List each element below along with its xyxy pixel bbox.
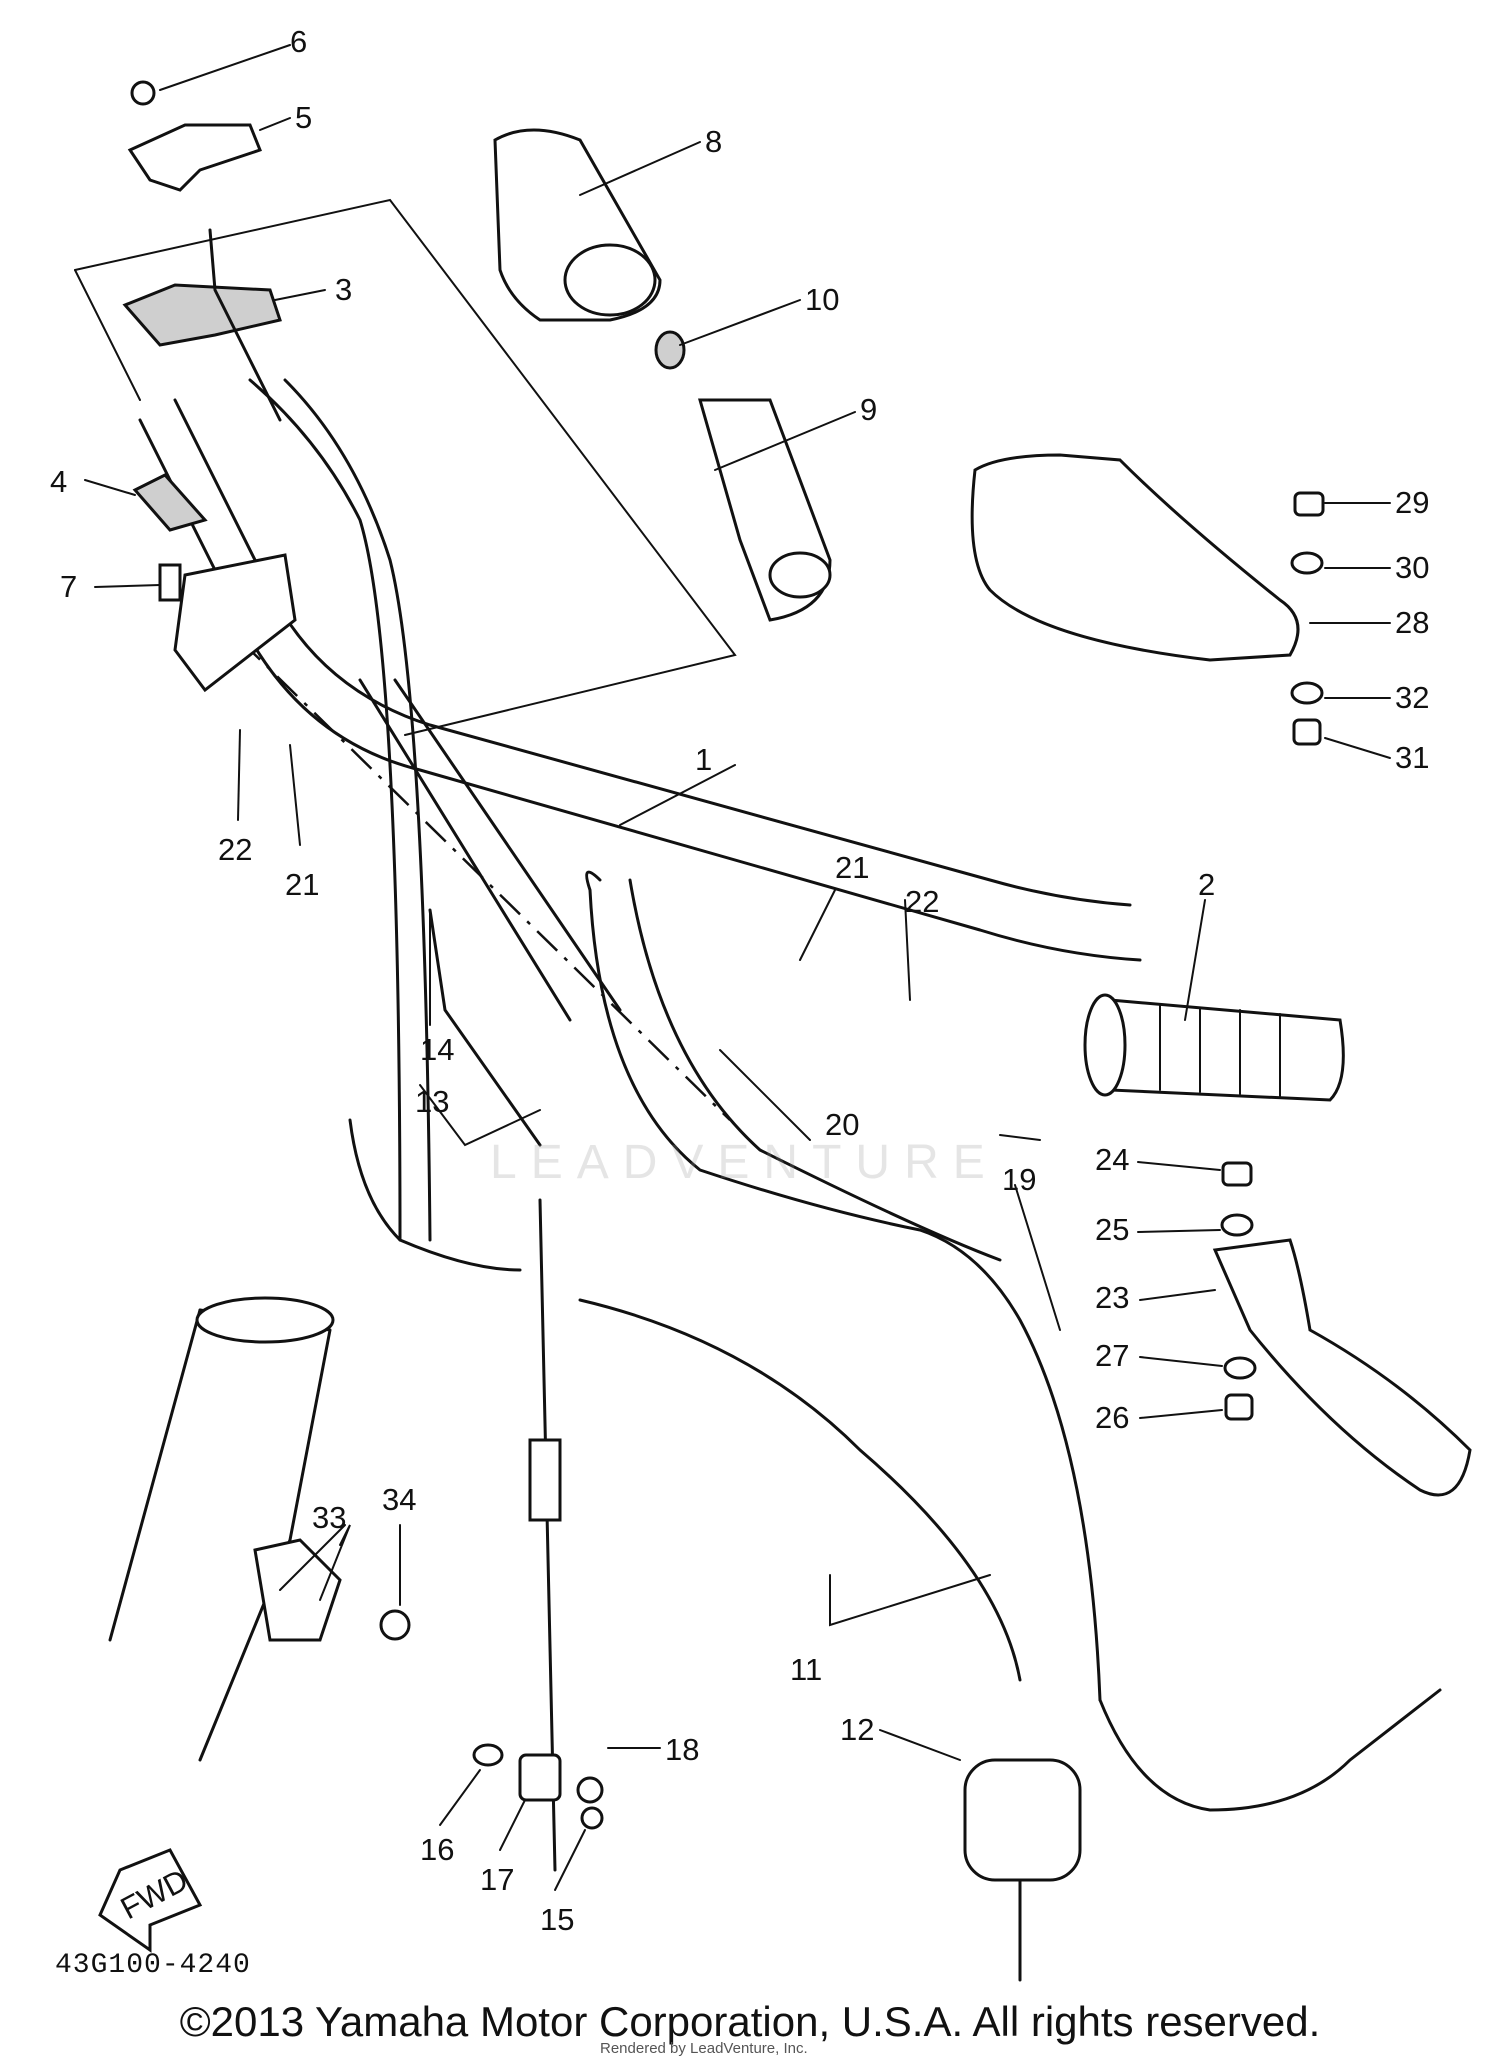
callout-15: 15 <box>540 1902 574 1937</box>
callout-30: 30 <box>1395 550 1429 585</box>
callout-6: 6 <box>290 24 307 59</box>
callout-21-left: 21 <box>285 867 319 902</box>
callout-14: 14 <box>420 1032 454 1067</box>
copyright-notice: ©2013 Yamaha Motor Corporation, U.S.A. A… <box>179 1998 1321 2045</box>
callout-20: 20 <box>825 1107 859 1142</box>
callout-34: 34 <box>382 1482 416 1517</box>
callout-10: 10 <box>805 282 839 317</box>
fwd-arrow: FWD <box>98 1848 203 1953</box>
leader-lines <box>84 44 1391 1891</box>
callout-2: 2 <box>1198 867 1215 902</box>
cables <box>428 870 1442 1982</box>
callout-8: 8 <box>705 124 722 159</box>
callout-23: 23 <box>1095 1280 1129 1315</box>
callout-3: 3 <box>335 272 352 307</box>
callout-22-left: 22 <box>218 832 252 867</box>
callout-21-right: 21 <box>835 850 869 885</box>
callout-7: 7 <box>60 569 77 604</box>
callout-27: 27 <box>1095 1338 1129 1373</box>
left-lever-assembly <box>122 80 522 1272</box>
callout-29: 29 <box>1395 485 1429 520</box>
callout-32: 32 <box>1395 680 1429 715</box>
drawing-code: 43G100-4240 <box>55 1950 251 1981</box>
throttle-tube-and-clamp <box>108 1296 411 1762</box>
callout-4: 4 <box>50 464 67 499</box>
handlebar <box>138 398 1142 1022</box>
callout-24: 24 <box>1095 1142 1129 1177</box>
callout-31: 31 <box>1395 740 1429 775</box>
callout-26: 26 <box>1095 1400 1129 1435</box>
callout-25: 25 <box>1095 1212 1129 1247</box>
group-outline <box>74 198 737 1121</box>
callout-11: 11 <box>790 1652 822 1687</box>
watermark: LEADVENTURE <box>490 1136 999 1189</box>
callout-18: 18 <box>665 1732 699 1767</box>
callout-17: 17 <box>480 1862 514 1897</box>
callout-13: 13 <box>415 1084 449 1119</box>
fasteners <box>472 491 1325 1830</box>
callout-16: 16 <box>420 1832 454 1867</box>
callout-9: 9 <box>860 392 877 427</box>
hand-guards <box>970 453 1472 1497</box>
callout-12: 12 <box>840 1712 874 1747</box>
callouts: 6 5 8 3 10 9 4 7 29 30 28 32 31 1 22 21 … <box>50 24 1429 1937</box>
throttle-grip <box>493 128 1345 1102</box>
callout-1: 1 <box>695 742 712 777</box>
callout-22-right: 22 <box>905 884 939 919</box>
callout-5: 5 <box>295 100 312 135</box>
callout-33: 33 <box>312 1500 346 1535</box>
rendered-by-note: Rendered by LeadVenture, Inc. <box>600 2040 808 2057</box>
callout-19: 19 <box>1002 1162 1036 1197</box>
callout-28: 28 <box>1395 605 1429 640</box>
